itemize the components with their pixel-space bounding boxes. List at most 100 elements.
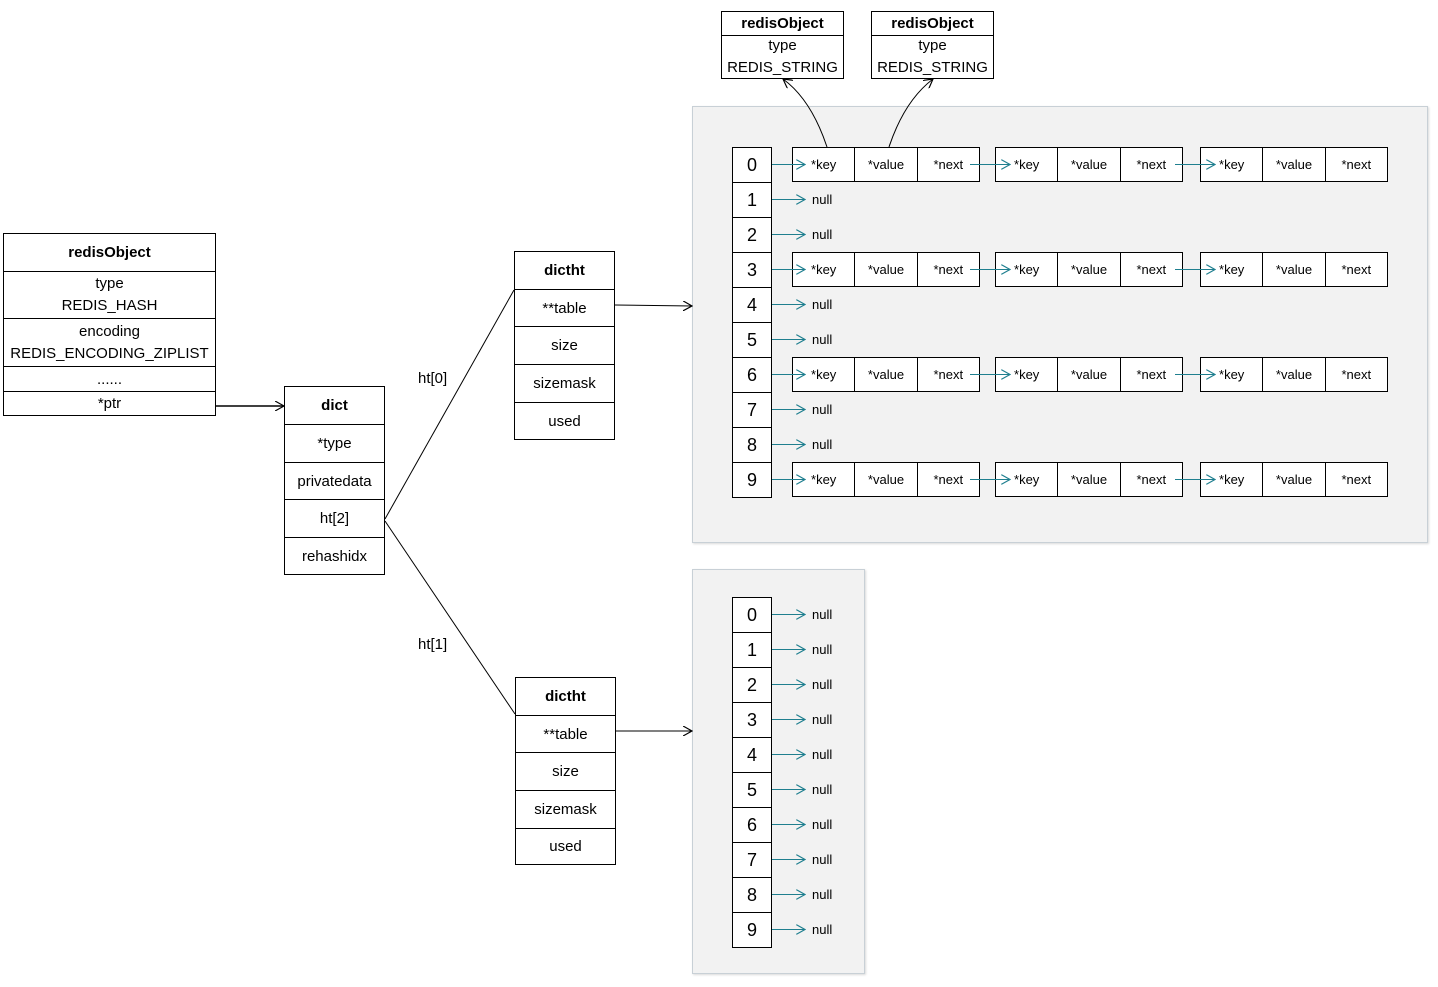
dictht-0-title: dictht (515, 252, 614, 290)
dict-entry-field: *key (996, 253, 1059, 286)
string-object-2-title: redisObject (872, 12, 993, 36)
table1-bucket-index: 0 (733, 598, 771, 633)
table1-bucket-index: 7 (733, 843, 771, 878)
table1-bucket-index: 9 (746, 920, 757, 940)
dict-entry-field: *key (996, 358, 1059, 391)
dictht-1-title-text: dictht (545, 688, 586, 705)
redis-object-encoding-value: REDIS_ENCODING_ZIPLIST (10, 344, 209, 362)
redis-object-type-value: REDIS_HASH (61, 297, 158, 314)
dict-entry-field: *key (1201, 148, 1264, 181)
dict-entry-field: *value (855, 253, 918, 286)
dictht-1-sizemask-text: sizemask (534, 801, 597, 818)
dictht-0-table: **table (515, 290, 614, 327)
string-object-2-title-text: redisObject (891, 15, 974, 32)
redis-object-ellipsis: ...... (96, 370, 122, 388)
dict-entry-field: *next (933, 367, 964, 382)
redis-object-ellipsis-row: ...... (4, 367, 215, 392)
table0-bucket-index: 1 (733, 183, 771, 218)
null-pointer-label: null (812, 676, 833, 692)
redis-object-title-text: redisObject (68, 244, 151, 261)
dict-field-type: *type (285, 425, 384, 463)
table1-bucket-index: 4 (733, 738, 771, 773)
redis-object-hash: redisObject type REDIS_HASH encoding RED… (3, 233, 216, 416)
dictht-1-used: used (516, 829, 615, 864)
table0-bucket-index: 4 (733, 288, 771, 323)
table0-bucket-index: 2 (733, 218, 771, 253)
value-to-string-object-2 (888, 79, 933, 148)
dict-entry-field: *value (1263, 358, 1326, 391)
string-object-2-type-value: REDIS_STRING (877, 59, 988, 76)
table0-bucket-index: 7 (733, 393, 771, 428)
dictht-0-sizemask-text: sizemask (533, 375, 596, 392)
dict-field-privatedata-text: privatedata (297, 472, 372, 490)
dict-entry: *key*value*next (792, 357, 980, 392)
dict-title-text: dict (321, 397, 348, 414)
dictht-1-used-text: used (549, 838, 582, 855)
table1-bucket-index: 2 (733, 668, 771, 703)
dict-field-ht: ht[2] (285, 500, 384, 538)
table0-bucket-index: 0 (733, 148, 771, 183)
dict-struct: dict *type privatedata ht[2] rehashidx (284, 386, 385, 575)
dictht-0-size: size (515, 327, 614, 365)
null-pointer-label: null (812, 296, 833, 312)
hash-table-1-panel (692, 569, 865, 974)
dict-entry: *key*value*next (995, 147, 1183, 182)
dict-entry-field: *next (1136, 157, 1167, 172)
dict-field-ht-text: ht[2] (319, 510, 350, 527)
string-object-1-title: redisObject (722, 12, 843, 36)
dict-entry-field: *next (1341, 157, 1372, 172)
dict-entry-field: *value (855, 358, 918, 391)
null-pointer-label: null (812, 401, 833, 417)
redis-object-type-row: type REDIS_HASH (4, 272, 215, 319)
null-pointer-label: null (812, 781, 833, 797)
table1-bucket-index: 6 (733, 808, 771, 843)
dict-entry-field: *next (1136, 262, 1167, 277)
redis-object-string-1: redisObject type REDIS_STRING (721, 11, 844, 79)
null-pointer-label: null (812, 886, 833, 902)
dict-entry: *key*value*next (995, 252, 1183, 287)
dictht-0-table-text: **table (542, 299, 587, 317)
table1-bucket-index: 5 (733, 773, 771, 808)
dictht-1-sizemask: sizemask (516, 791, 615, 829)
string-object-2-type-label: type (918, 37, 947, 54)
dict-entry-field: *key (996, 463, 1059, 496)
redis-object-ptr-row: *ptr (4, 392, 215, 415)
dictht-1-size-text: size (552, 763, 579, 780)
dict-entry-field: *next (933, 472, 964, 487)
dictht-1-size: size (516, 753, 615, 791)
table1-bucket-index: 8 (733, 878, 771, 913)
dictht-1: dictht **table size sizemask used (515, 677, 616, 865)
dict-entry-field: *value (1058, 463, 1121, 496)
dictht-0-sizemask: sizemask (515, 365, 614, 403)
dict-entry: *key*value*next (1200, 462, 1388, 497)
dict-entry-field: *next (1136, 367, 1167, 382)
dict-entry-field: *value (1263, 148, 1326, 181)
string-object-1-type-label: type (768, 37, 797, 54)
redis-object-encoding-label: encoding (79, 322, 140, 340)
dict-field-rehashidx: rehashidx (285, 538, 384, 574)
redis-object-string-2: redisObject type REDIS_STRING (871, 11, 994, 79)
dict-entry-field: *value (855, 463, 918, 496)
dict-entry-field: *value (1263, 253, 1326, 286)
table0-bucket-index: 8 (733, 428, 771, 463)
null-pointer-label: null (812, 606, 833, 622)
dict-entry: *key*value*next (1200, 357, 1388, 392)
dict-field-rehashidx-text: rehashidx (301, 547, 368, 565)
dict-entry: *key*value*next (995, 462, 1183, 497)
dict-entry-field: *key (793, 253, 856, 286)
dict-entry-field: *next (1341, 367, 1372, 382)
redis-object-ptr: *ptr (97, 395, 122, 412)
null-pointer-label: null (812, 331, 833, 347)
null-pointer-label: null (812, 711, 833, 727)
dictht-0: dictht **table size sizemask used (514, 251, 615, 440)
dict-entry: *key*value*next (792, 462, 980, 497)
dict-entry-field: *value (1263, 463, 1326, 496)
table0-bucket-index: 5 (733, 323, 771, 358)
null-pointer-label: null (812, 816, 833, 832)
null-pointer-label: null (812, 191, 833, 207)
dict-field-privatedata: privatedata (285, 463, 384, 500)
redis-object-title: redisObject (4, 234, 215, 272)
dict-entry-field: *next (933, 157, 964, 172)
dict-entry: *key*value*next (792, 252, 980, 287)
